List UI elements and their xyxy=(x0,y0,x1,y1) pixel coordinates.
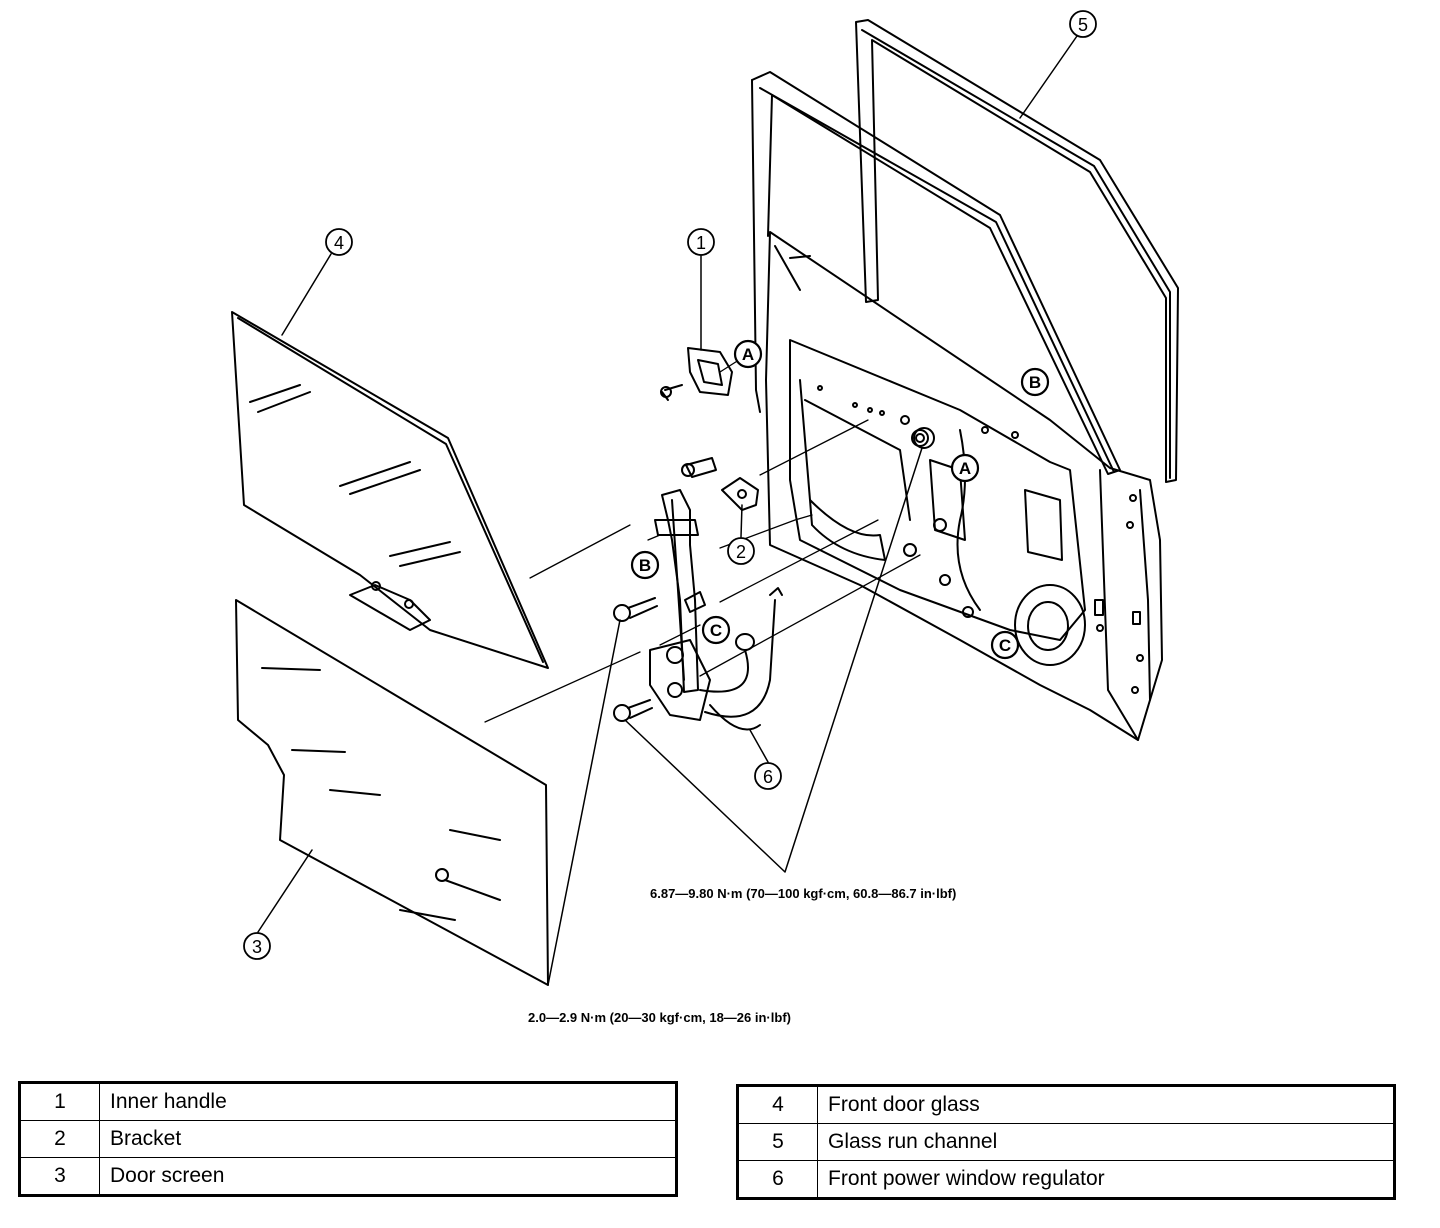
legend-number: 5 xyxy=(737,1123,818,1161)
svg-text:2: 2 xyxy=(736,542,746,562)
svg-text:A: A xyxy=(959,459,971,478)
legend-row: 1 Inner handle xyxy=(19,1082,677,1121)
parts-legend-left: 1 Inner handle 2 Bracket 3 Door screen xyxy=(18,1081,678,1197)
svg-text:C: C xyxy=(999,636,1011,655)
legend-number: 3 xyxy=(19,1157,100,1196)
callout-6: 6 xyxy=(754,762,782,790)
callout-2: 2 xyxy=(727,537,755,565)
callout-3: 3 xyxy=(243,932,271,960)
legend-number: 1 xyxy=(19,1082,100,1121)
svg-text:B: B xyxy=(639,556,651,575)
door-screen xyxy=(235,599,549,986)
legend-number: 2 xyxy=(19,1120,100,1158)
legend-part-name: Front power window regulator xyxy=(817,1160,1395,1199)
callout-5: 5 xyxy=(1069,10,1097,38)
window-regulator xyxy=(649,489,783,731)
legend-part-name: Inner handle xyxy=(99,1082,677,1121)
glass-run-channel xyxy=(855,19,1179,483)
marker-b-door: B xyxy=(1020,367,1050,397)
legend-row: 2 Bracket xyxy=(19,1120,677,1158)
legend-part-name: Bracket xyxy=(99,1120,677,1158)
svg-text:A: A xyxy=(742,345,754,364)
parts-legend-right: 4 Front door glass 5 Glass run channel 6… xyxy=(736,1084,1396,1200)
inner-handle xyxy=(660,347,733,401)
bolts xyxy=(613,427,935,722)
svg-text:4: 4 xyxy=(334,233,344,253)
bracket xyxy=(681,457,759,511)
torque-spec-upper: 6.87—9.80 N·m (70—100 kgf·cm, 60.8—86.7 … xyxy=(650,886,956,901)
svg-text:1: 1 xyxy=(696,233,706,253)
legend-number: 6 xyxy=(737,1160,818,1199)
legend-row: 4 Front door glass xyxy=(737,1085,1395,1124)
marker-a-handle: A xyxy=(733,339,763,369)
door-panel xyxy=(751,71,1163,741)
legend-number: 4 xyxy=(737,1085,818,1124)
svg-text:C: C xyxy=(710,621,722,640)
marker-b-regulator: B xyxy=(630,550,660,580)
legend-row: 5 Glass run channel xyxy=(737,1123,1395,1161)
legend-part-name: Front door glass xyxy=(817,1085,1395,1124)
front-door-glass xyxy=(231,311,549,669)
marker-c-door: C xyxy=(990,630,1020,660)
legend-part-name: Glass run channel xyxy=(817,1123,1395,1161)
svg-text:6: 6 xyxy=(763,767,773,787)
marker-c-regulator: C xyxy=(701,615,731,645)
svg-text:3: 3 xyxy=(252,937,262,957)
callout-1: 1 xyxy=(687,228,715,256)
legend-row: 6 Front power window regulator xyxy=(737,1160,1395,1199)
legend-part-name: Door screen xyxy=(99,1157,677,1196)
leader-lines xyxy=(257,35,1078,986)
legend-row: 3 Door screen xyxy=(19,1157,677,1196)
svg-text:5: 5 xyxy=(1078,15,1088,35)
svg-text:B: B xyxy=(1029,373,1041,392)
callout-4: 4 xyxy=(325,228,353,256)
torque-spec-lower: 2.0—2.9 N·m (20—30 kgf·cm, 18—26 in·lbf) xyxy=(528,1010,791,1025)
marker-a-door: A xyxy=(950,453,980,483)
